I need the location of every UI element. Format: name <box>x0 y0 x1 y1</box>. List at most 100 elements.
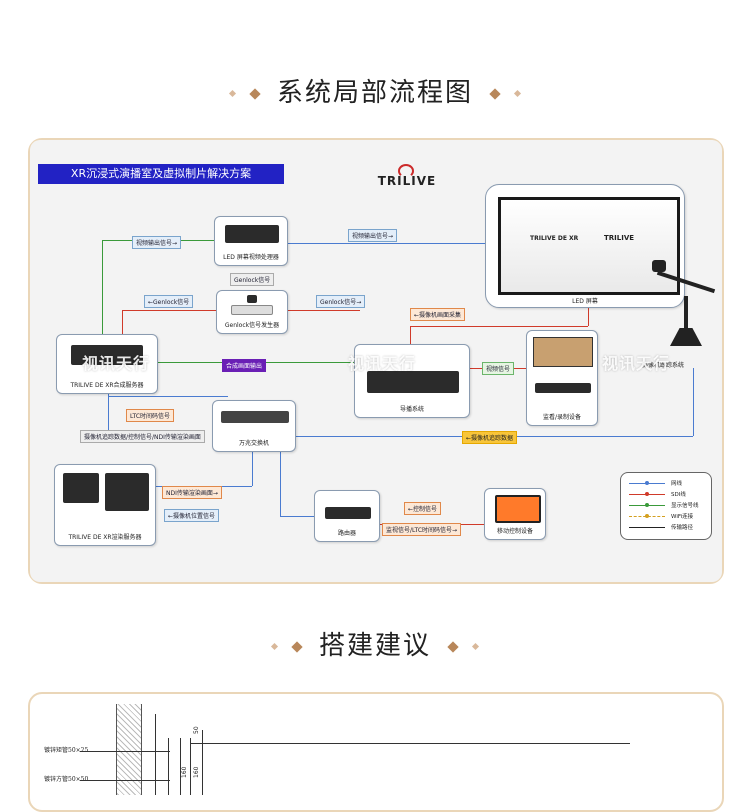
dimension-line <box>180 738 181 795</box>
section-title-build: 搭建建议 <box>0 625 750 662</box>
server-device-icon <box>71 345 143 365</box>
led-screen-node[interactable]: TRILIVE DE XR TRILIVE LED 屏幕 <box>485 184 685 308</box>
led-processor-label: LED 屏幕视频处理器 <box>223 254 279 261</box>
dim-text: 160 <box>193 766 200 778</box>
watermark: 视讯天行 <box>348 354 417 373</box>
drawing-label-2: 镀锌方管50×50 <box>44 776 89 783</box>
mobile-control-node[interactable]: 移动控制设备 <box>484 488 546 540</box>
tag-genlock-left: ←Genlock信号 <box>144 295 194 308</box>
legend: 网线 SDI线 显示信号线 WiFi连接 传输路径 <box>620 472 712 540</box>
legend-item: WiFi连接 <box>629 512 701 520</box>
line-sdi <box>288 310 360 311</box>
drawing-label-1: 镀锌矩管50×25 <box>44 747 89 754</box>
xr-composite-server-node[interactable]: TRILIVE DE XR合成服务器 <box>56 334 158 394</box>
ornament-icon <box>249 87 261 100</box>
monitor-label: 监看/录制设备 <box>542 414 582 421</box>
tag-video-out-left: 视频输出信号→ <box>132 236 182 249</box>
line-network <box>108 380 109 436</box>
line-network <box>288 243 485 244</box>
legend-item: SDI线 <box>629 490 701 498</box>
monitor-screen-icon <box>533 337 593 367</box>
render-monitor-icon <box>63 473 99 503</box>
tag-genlock: Genlock信号 <box>230 273 275 286</box>
recorder-device-icon <box>535 383 591 393</box>
led-processor-node[interactable]: LED 屏幕视频处理器 <box>214 216 288 266</box>
switcher-node[interactable]: 导播系统 <box>354 344 470 418</box>
construction-drawing: 镀锌矩管50×25 镀锌方管50×50 50 160 160 <box>30 694 722 795</box>
legend-item: 传输路径 <box>629 523 701 531</box>
tag-video-signal: 视频信号 <box>482 362 515 375</box>
wall-section <box>116 704 142 795</box>
mobile-label: 移动控制设备 <box>496 528 533 535</box>
tag-camera-capture: ←摄像机画面采集 <box>410 308 466 321</box>
genlock-generator-node[interactable]: Genlock信号发生器 <box>216 290 288 334</box>
tag-tracking-data-row: 摄像机追踪数据/控制信号/NDI传输渲染画面 <box>80 430 205 443</box>
render-server-node[interactable]: TRILIVE DE XR渲染服务器 <box>54 464 156 546</box>
switcher-label: 导播系统 <box>399 406 424 413</box>
leader-line <box>80 751 170 752</box>
ornament-icon <box>472 642 480 651</box>
genlock-screen-icon <box>247 295 257 303</box>
tag-monitor-ltc: 监视信号/LTC时间码信号→ <box>382 523 462 536</box>
ornament-icon <box>291 640 303 653</box>
section-title-flow: 系统局部流程图 <box>0 72 750 109</box>
line-display <box>102 240 103 334</box>
watermark: 视讯天行 <box>602 354 671 373</box>
system-flow-diagram: XR沉浸式演播室及虚拟制片解决方案 TRILIVE LED 屏幕视频处理器 Ge… <box>30 140 722 582</box>
router-device-icon <box>325 507 371 519</box>
processor-device-icon <box>225 225 279 243</box>
line-sdi <box>410 326 588 327</box>
line-sdi <box>122 310 218 311</box>
diagram-frame <box>28 138 724 584</box>
line-sdi <box>588 308 589 326</box>
led-wall-graphic <box>498 197 680 295</box>
dim-text: 50 <box>193 726 200 734</box>
line-network <box>252 452 253 486</box>
line-sdi <box>410 326 411 344</box>
tag-camera-position: ←摄像机位置信号 <box>164 509 220 522</box>
tag-ndi-render: NDI传输渲染画面→ <box>162 486 222 499</box>
led-logo-text: TRILIVE <box>604 234 635 242</box>
ornament-icon <box>489 87 501 100</box>
tag-ltc: LTC时间码信号 <box>126 409 175 422</box>
legend-item: 网线 <box>629 479 701 487</box>
dimension-line <box>168 738 169 795</box>
genlock-generator-label: Genlock信号发生器 <box>224 322 280 329</box>
tag-composite-out: 合成画面输出 <box>222 359 267 372</box>
trilive-logo: TRILIVE <box>372 164 442 190</box>
gigabit-switch-node[interactable]: 万兆交换机 <box>212 400 296 452</box>
dimension-line <box>202 730 203 795</box>
tracking-label: 摄像机跟踪系统 <box>642 362 685 369</box>
logo-mark-icon <box>398 164 414 178</box>
ornament-icon <box>270 642 278 651</box>
ornament-icon <box>447 640 459 653</box>
tag-tracking-data: ←摄像机追踪数据 <box>462 431 518 444</box>
line-sdi <box>122 310 123 334</box>
tag-control: ←控制信号 <box>404 502 442 515</box>
switcher-device-icon <box>367 371 459 393</box>
line-network <box>280 516 316 517</box>
gigabit-switch-label: 万兆交换机 <box>238 440 269 447</box>
dimension-line <box>190 738 191 795</box>
logo-text: TRILIVE <box>377 174 437 188</box>
line-network <box>693 368 694 436</box>
line-network <box>280 452 281 516</box>
camera-crane-icon <box>650 240 720 350</box>
tag-genlock-right: Genlock信号→ <box>316 295 366 308</box>
legend-item: 显示信号线 <box>629 501 701 509</box>
dimension-line <box>190 743 630 744</box>
monitor-record-node[interactable]: 监看/录制设备 <box>526 330 598 426</box>
ornament-icon <box>514 89 522 98</box>
render-tower-icon <box>105 473 149 511</box>
watermark: 视讯天行 <box>82 354 151 373</box>
tag-video-out-top: 视频输出信号→ <box>348 229 398 242</box>
xr-server-label: TRILIVE DE XR合成服务器 <box>70 382 144 389</box>
led-brand-text: TRILIVE DE XR <box>530 235 579 242</box>
tablet-icon <box>495 495 541 523</box>
flow-title-text: 系统局部流程图 <box>276 78 473 108</box>
router-node[interactable]: 路由器 <box>314 490 380 542</box>
switch-device-icon <box>221 411 289 423</box>
dim-text: 160 <box>181 766 188 778</box>
genlock-device-icon <box>231 305 273 315</box>
leader-line <box>80 780 170 781</box>
